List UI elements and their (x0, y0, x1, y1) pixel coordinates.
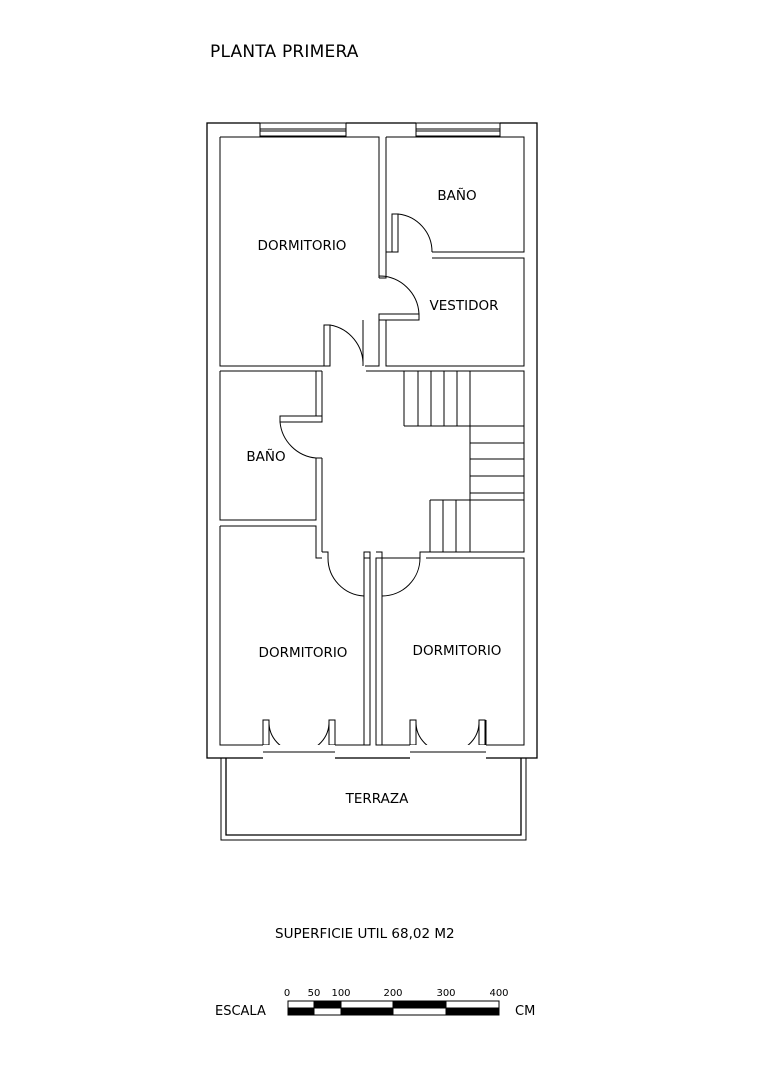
scale-tick-100: 100 (331, 988, 350, 999)
scale-tick-200: 200 (383, 988, 402, 999)
label-dormitorio-bottom-left: DORMITORIO (259, 645, 348, 661)
room-bano-left (219, 370, 323, 552)
plan-title: PLANTA PRIMERA (210, 42, 359, 62)
label-terraza: TERRAZA (345, 791, 409, 807)
room-vestidor (378, 257, 525, 367)
scale-tick-300: 300 (436, 988, 455, 999)
top-window-left (259, 122, 347, 137)
scale-tick-400: 400 (489, 988, 508, 999)
top-window-right (415, 122, 501, 137)
surface-area: SUPERFICIE UTIL 68,02 M2 (275, 926, 455, 942)
label-vestidor: VESTIDOR (430, 298, 499, 314)
scale-label: ESCALA (215, 1004, 266, 1019)
label-bano-top: BAÑO (437, 187, 476, 204)
room-dormitorio-bottom-left (219, 525, 371, 753)
outer-walls (206, 122, 538, 841)
room-dormitorio-bottom-right (375, 551, 525, 753)
label-bano-left: BAÑO (246, 448, 285, 465)
door-dormitorio-top (323, 324, 364, 367)
label-dormitorio-top: DORMITORIO (258, 238, 347, 254)
scale-unit: CM (515, 1004, 535, 1019)
room-bano-top (385, 136, 525, 258)
scale-tick-0: 0 (284, 988, 290, 999)
scale-bar: ESCALA CM 0 50 100 200 300 400 (215, 988, 535, 1019)
scale-tick-50: 50 (308, 988, 321, 999)
label-dormitorio-bottom-right: DORMITORIO (413, 643, 502, 659)
staircase (366, 370, 525, 553)
